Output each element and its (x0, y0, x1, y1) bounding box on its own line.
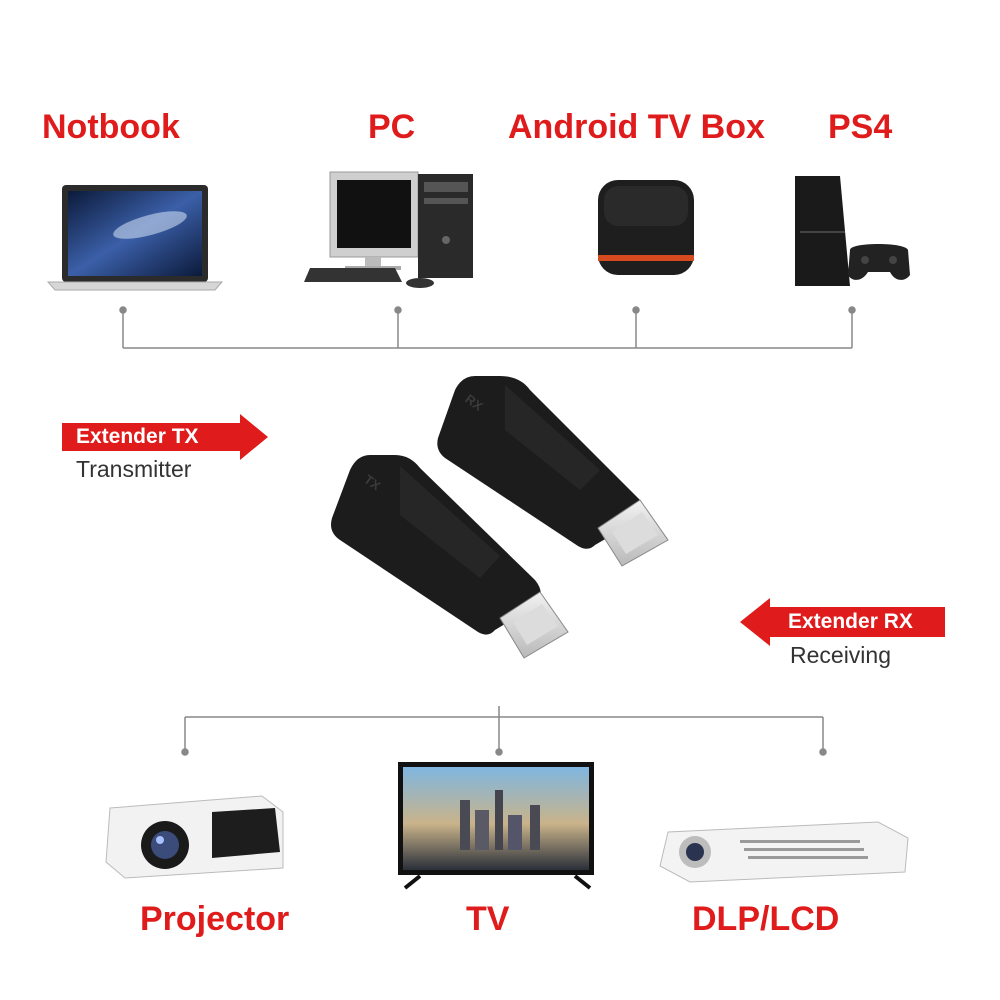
tx-hdmi-plug (499, 591, 569, 659)
extender-rx-title: Extender RX (788, 610, 913, 633)
ps4-label: PS4 (828, 108, 893, 146)
rx-dongle-icon (437, 376, 669, 567)
extender-tx-arrow (62, 414, 268, 460)
dlp-lcd-label: DLP/LCD (692, 900, 840, 938)
dlp-lcd-projector-icon (659, 821, 909, 883)
laptop-icon (46, 185, 224, 291)
projector-label: Projector (140, 900, 290, 938)
tv-label: TV (466, 900, 510, 938)
desktop-pc-icon (304, 171, 473, 288)
top-connector-lines (119, 306, 856, 349)
extender-rx-subtitle: Receiving (790, 642, 891, 668)
bottom-connector-lines (181, 706, 827, 756)
pc-label: PC (368, 108, 416, 146)
tx-dongle-icon (331, 455, 569, 659)
ps4-console-icon (795, 176, 910, 286)
rx-hdmi-plug (597, 499, 669, 567)
extender-rx-arrow (740, 598, 945, 646)
notebook-label: Notbook (42, 108, 180, 146)
projector-icon (105, 795, 284, 879)
tv-icon (398, 762, 594, 890)
android-tv-box-label: Android TV Box (508, 108, 765, 146)
android-tv-box-icon (598, 180, 694, 275)
extender-tx-title: Extender TX (76, 425, 199, 448)
extender-tx-subtitle: Transmitter (76, 456, 192, 482)
